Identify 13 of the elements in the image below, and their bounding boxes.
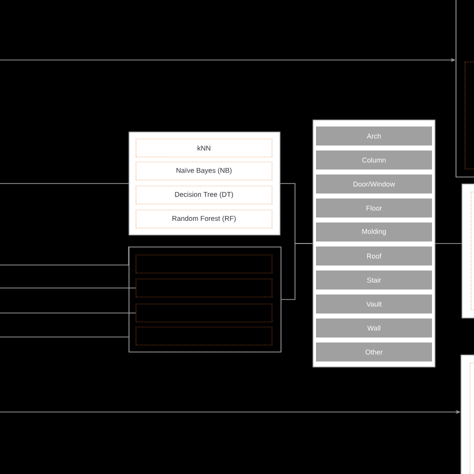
connector-line (281, 243, 313, 300)
output-box (460, 354, 474, 474)
empty-box (136, 326, 272, 346)
connector-line (435, 243, 462, 244)
connector-line (0, 246, 129, 266)
connector-line (0, 336, 129, 338)
connector-line (0, 312, 136, 314)
output-box (462, 184, 474, 318)
empty-box (136, 278, 272, 298)
connector-line (0, 183, 129, 184)
empty-box (136, 304, 272, 322)
output-box (456, 0, 474, 178)
empty-box (136, 254, 272, 274)
